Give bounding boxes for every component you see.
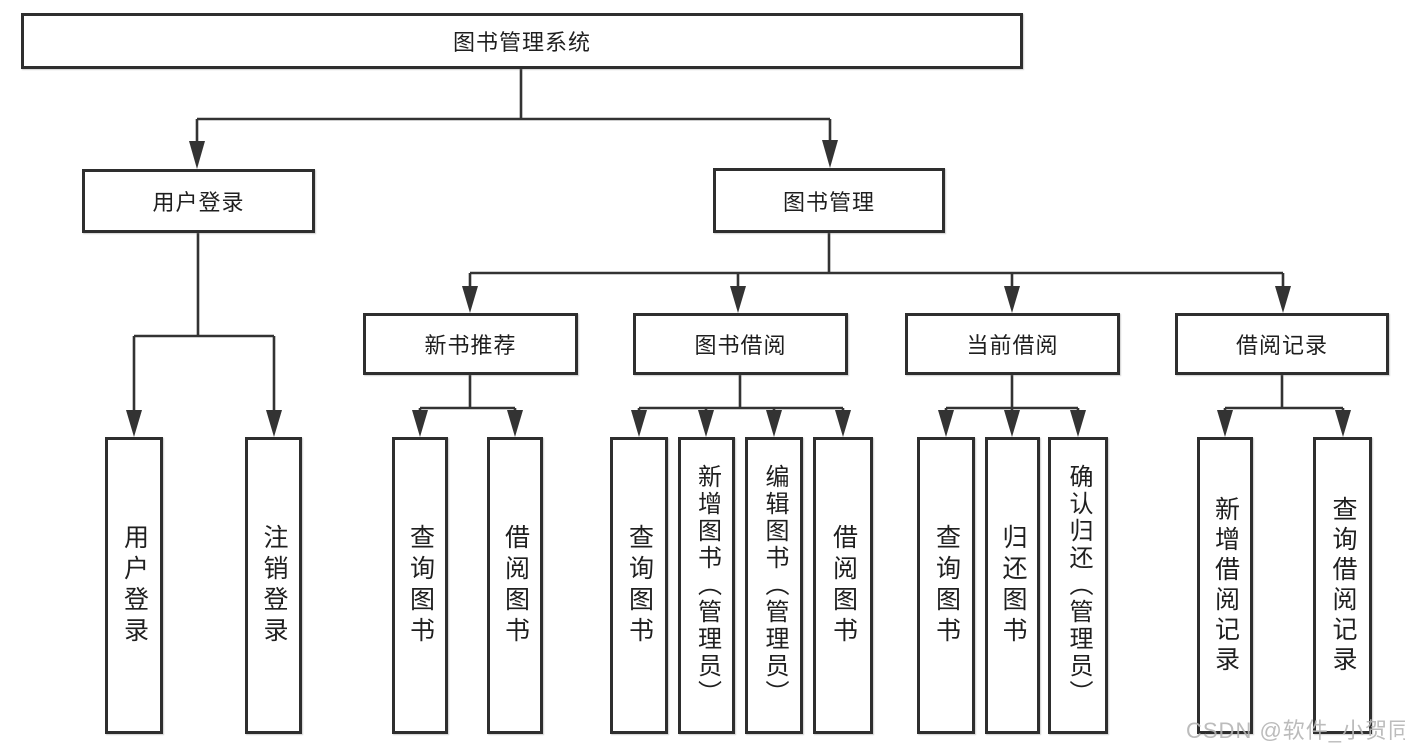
- leaf-query-books-current-label: 查询图书: [932, 523, 961, 648]
- leaf-query-books-recommend-label: 查询图书: [406, 523, 435, 648]
- leaf-add-book-admin: 新增图书（管理员）: [678, 437, 735, 734]
- leaf-query-books-borrow-label: 查询图书: [625, 523, 654, 648]
- leaf-add-borrow-record-label: 新增借阅记录: [1211, 495, 1240, 676]
- leaf-edit-book-admin-label: 编辑图书（管理员）: [761, 464, 788, 707]
- leaf-borrow-books-recommend-label: 借阅图书: [501, 523, 530, 648]
- leaf-logout: 注销登录: [245, 437, 302, 734]
- leaf-add-borrow-record: 新增借阅记录: [1197, 437, 1253, 734]
- csdn-watermark: CSDN @软件_小贺同学: [1186, 718, 1405, 743]
- leaf-confirm-return-admin-label: 确认归还（管理员）: [1065, 464, 1092, 707]
- node-new-book-recommendation: 新书推荐: [363, 313, 578, 375]
- leaf-borrow-books: 借阅图书: [813, 437, 873, 734]
- leaf-user-login-label: 用户登录: [120, 523, 149, 648]
- leaf-confirm-return-admin: 确认归还（管理员）: [1048, 437, 1108, 734]
- node-book-borrowing: 图书借阅: [633, 313, 848, 375]
- leaf-return-books: 归还图书: [985, 437, 1040, 734]
- leaf-query-borrow-record: 查询借阅记录: [1313, 437, 1372, 734]
- node-library-system: 图书管理系统: [21, 13, 1023, 69]
- leaf-query-books-current: 查询图书: [917, 437, 975, 734]
- leaf-edit-book-admin: 编辑图书（管理员）: [745, 437, 803, 734]
- leaf-query-books-borrow: 查询图书: [610, 437, 668, 734]
- node-borrowing-records: 借阅记录: [1175, 313, 1389, 375]
- leaf-borrow-books-label: 借阅图书: [829, 523, 858, 648]
- leaf-add-book-admin-label: 新增图书（管理员）: [693, 464, 721, 707]
- leaf-query-books-recommend: 查询图书: [392, 437, 448, 734]
- leaf-logout-label: 注销登录: [260, 523, 288, 648]
- leaf-user-login: 用户登录: [105, 437, 163, 734]
- node-user-login-group: 用户登录: [82, 169, 315, 233]
- node-current-borrowing: 当前借阅: [905, 313, 1120, 375]
- leaf-query-borrow-record-label: 查询借阅记录: [1329, 495, 1357, 676]
- node-book-management: 图书管理: [713, 168, 945, 233]
- leaf-borrow-books-recommend: 借阅图书: [487, 437, 543, 734]
- leaf-return-books-label: 归还图书: [999, 523, 1027, 648]
